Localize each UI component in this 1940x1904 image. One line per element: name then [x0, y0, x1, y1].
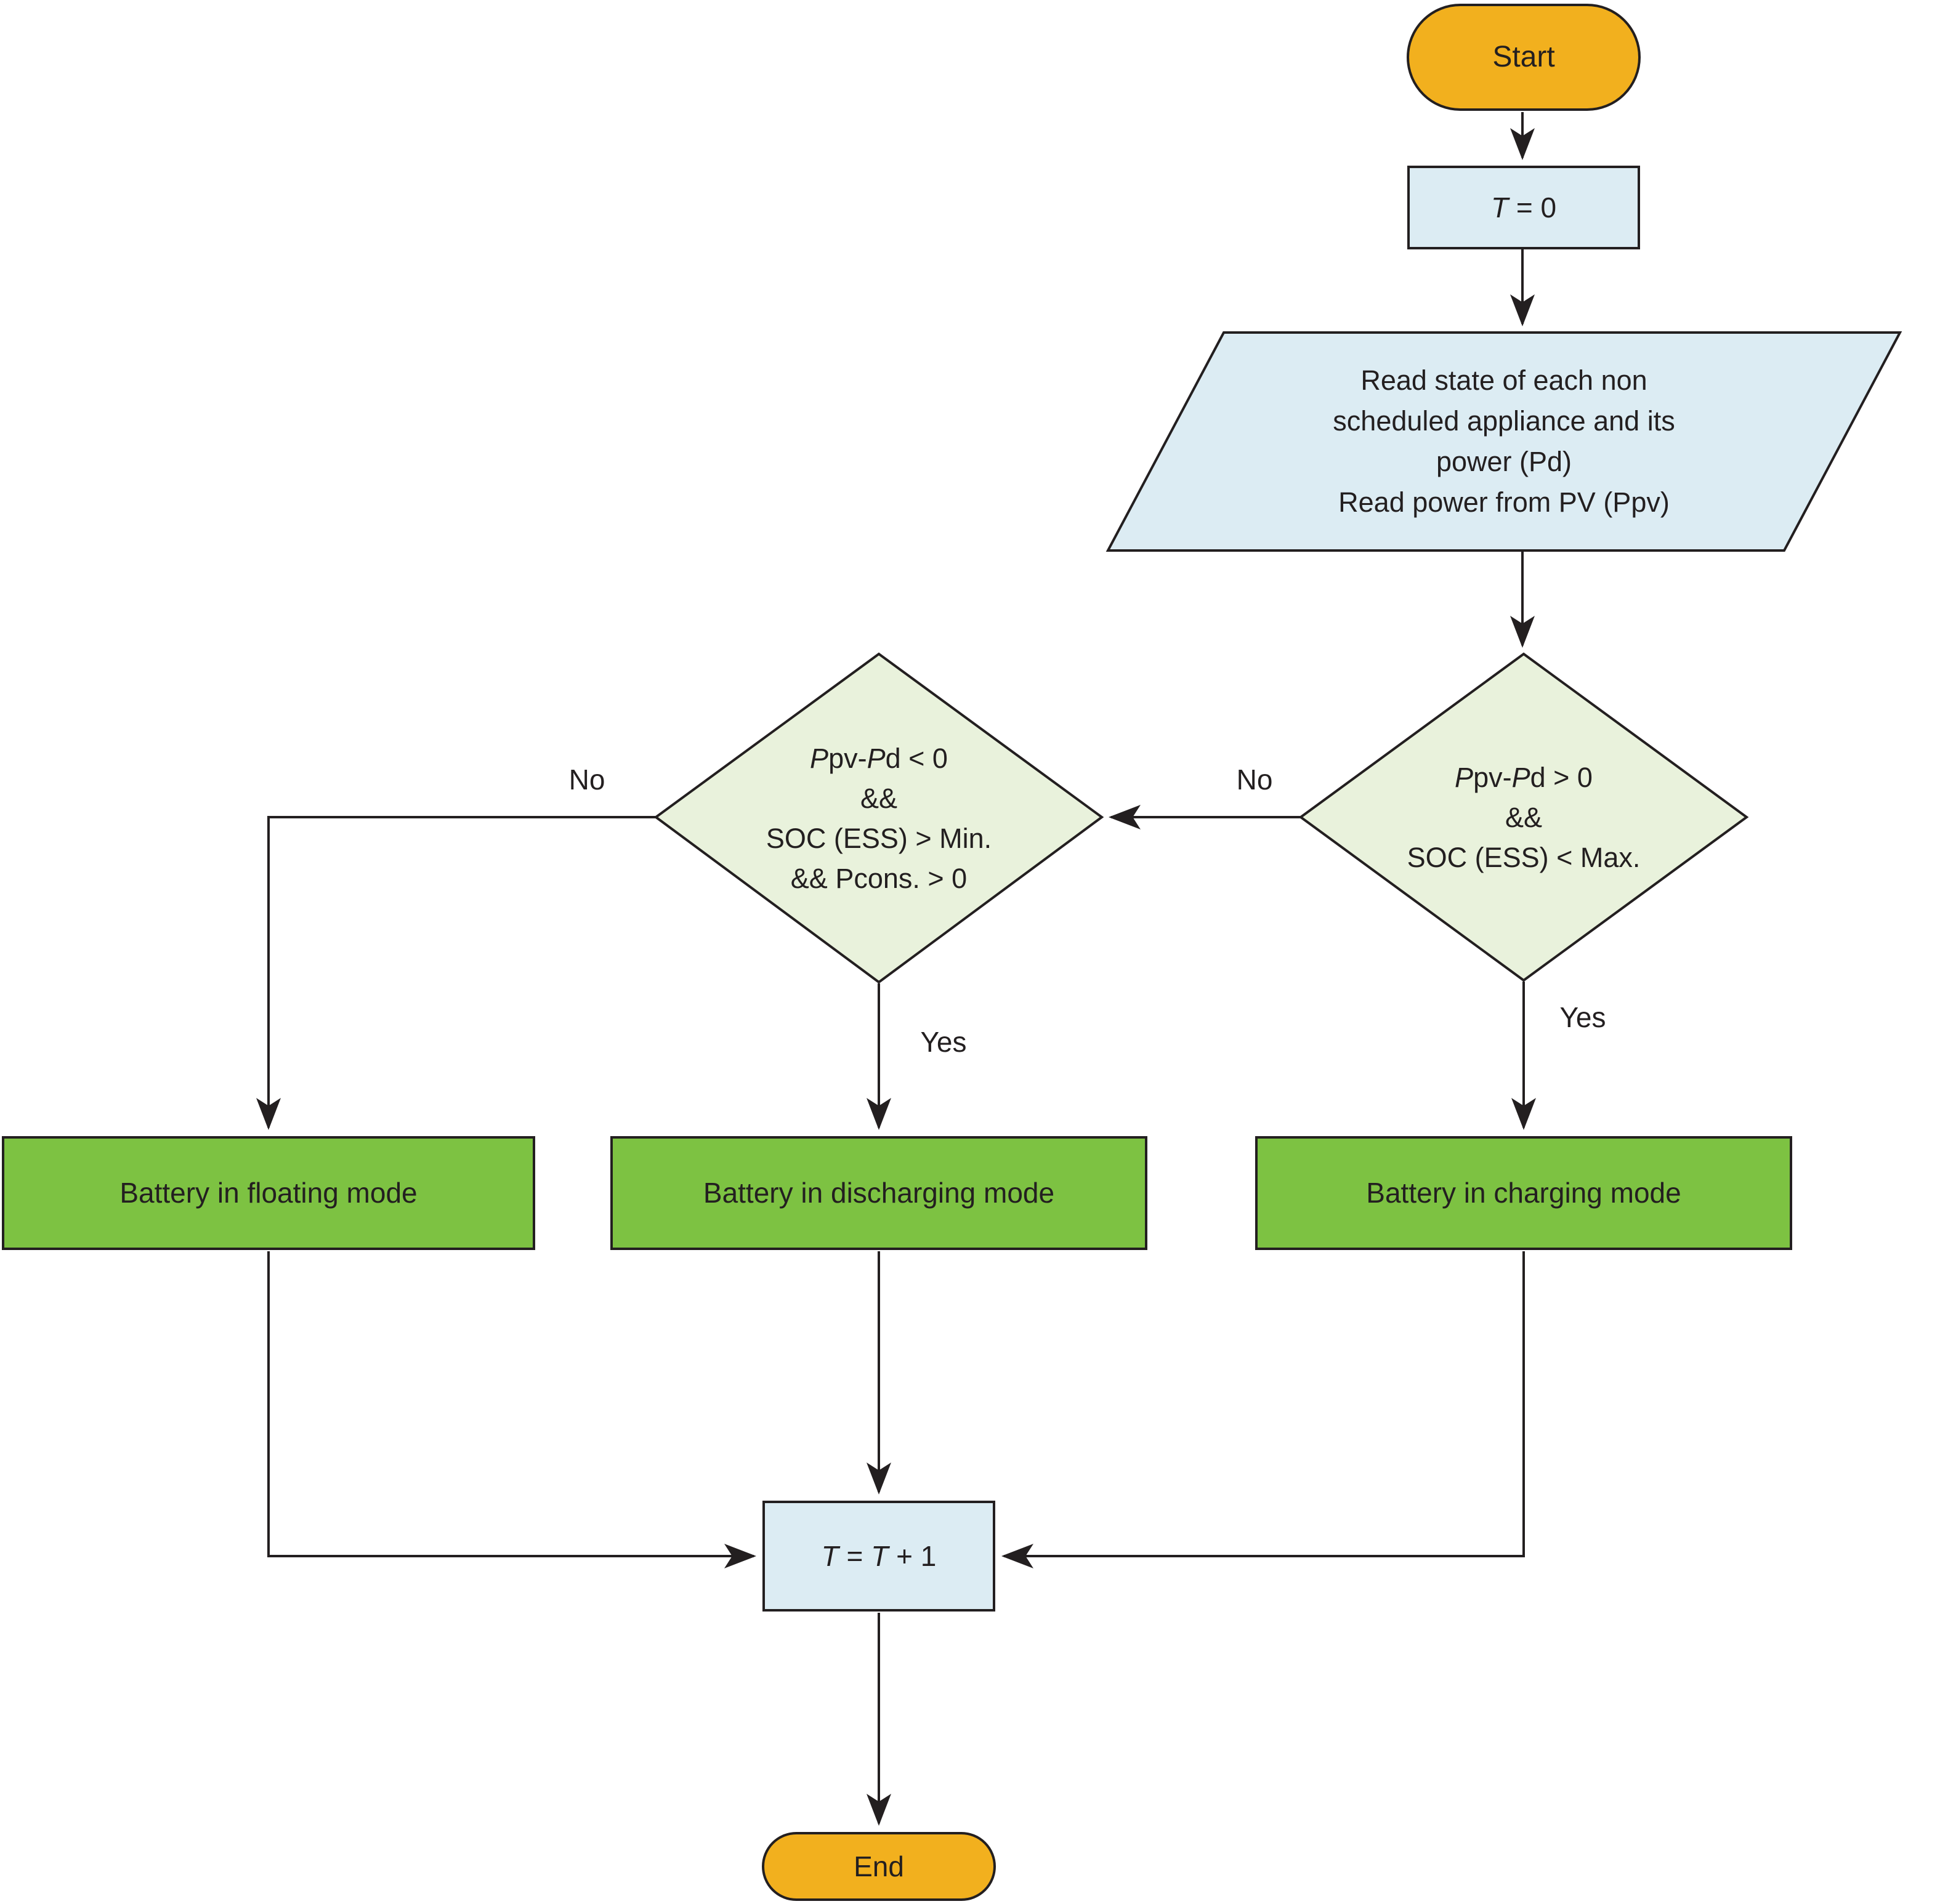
init-node: T = 0 [1407, 166, 1640, 249]
increment-eq: = [838, 1539, 871, 1572]
discharging-mode-label: Battery in discharging mode [703, 1177, 1055, 1209]
init-rest: = 0 [1508, 191, 1557, 224]
floating-mode-label: Battery in floating mode [119, 1177, 418, 1209]
edge-label-no-discharge-check: No [1236, 764, 1273, 796]
end-label: End [854, 1850, 904, 1882]
edge-label-yes-discharge: Yes [920, 1026, 967, 1058]
charging-mode-node: Battery in charging mode [1255, 1136, 1792, 1250]
io-read-inputs-shape [1105, 331, 1902, 552]
floating-mode-node: Battery in floating mode [2, 1136, 535, 1250]
edge-floating-to-increment [267, 1251, 756, 1568]
end-node: End [762, 1832, 996, 1901]
start-label: Start [1492, 40, 1555, 73]
decision-charge-shape [1298, 652, 1749, 982]
increment-node: T = T + 1 [762, 1501, 995, 1612]
edge-charging-to-increment [1001, 1251, 1525, 1568]
discharging-mode-node: Battery in discharging mode [610, 1136, 1147, 1250]
init-var: T [1490, 191, 1509, 224]
increment-var1: T [821, 1539, 839, 1572]
charging-mode-label: Battery in charging mode [1366, 1177, 1681, 1209]
decision-discharge-shape [653, 652, 1104, 984]
edge-label-yes-charge: Yes [1559, 1001, 1606, 1033]
edge-label-no-floating: No [568, 764, 605, 796]
start-node: Start [1407, 4, 1641, 111]
increment-var2: T [871, 1539, 889, 1572]
increment-rest: + 1 [888, 1539, 937, 1572]
edge-no-to-floating [256, 816, 656, 1130]
